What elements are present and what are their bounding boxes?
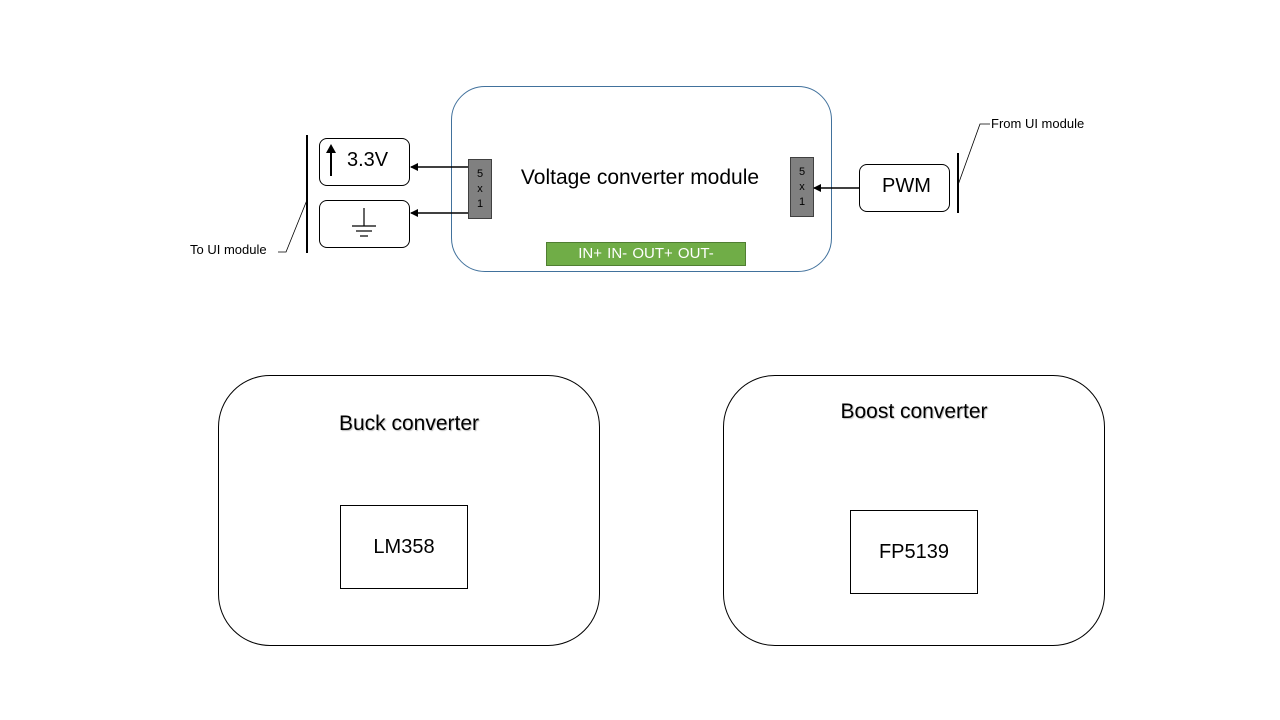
left-header-x: x [477,182,483,195]
fp5139-chip: FP5139 [850,510,978,594]
voltage-output-box [319,138,410,186]
ground-icon [352,208,376,237]
from-ui-module-label: From UI module [991,116,1085,131]
lm358-chip: LM358 [340,505,468,589]
left-header-digit: 5 [476,167,484,180]
left-header-digit: 1 [476,197,484,210]
pwm-label: PWM [882,175,931,197]
voltage-module-title: Voltage converter module [520,166,760,189]
right-header-x: x [799,180,805,193]
right-5x1-header: 5 x 1 [790,157,814,217]
to-ui-module-label: To UI module [190,242,267,257]
left-5x1-header: 5 x 1 [468,159,492,219]
buck-converter-title: Buck converter [338,412,480,435]
boost-converter-block [723,375,1105,646]
voltage-converter-module [451,86,832,272]
right-header-digit: 1 [798,195,806,208]
lm358-chip-label: LM358 [373,535,435,558]
terminal-strip: IN+ IN- OUT+ OUT- [546,242,746,266]
from-ui-callout-line [957,123,990,186]
voltage-output-label: 3.3V [347,149,389,171]
boost-converter-title: Boost converter [840,400,988,423]
up-arrow-head-icon [326,144,336,153]
buck-converter-block [218,375,600,646]
to-ui-callout-line [278,199,308,253]
fp5139-chip-label: FP5139 [878,540,950,563]
right-header-digit: 5 [798,165,806,178]
pwm-input-box [859,164,950,212]
